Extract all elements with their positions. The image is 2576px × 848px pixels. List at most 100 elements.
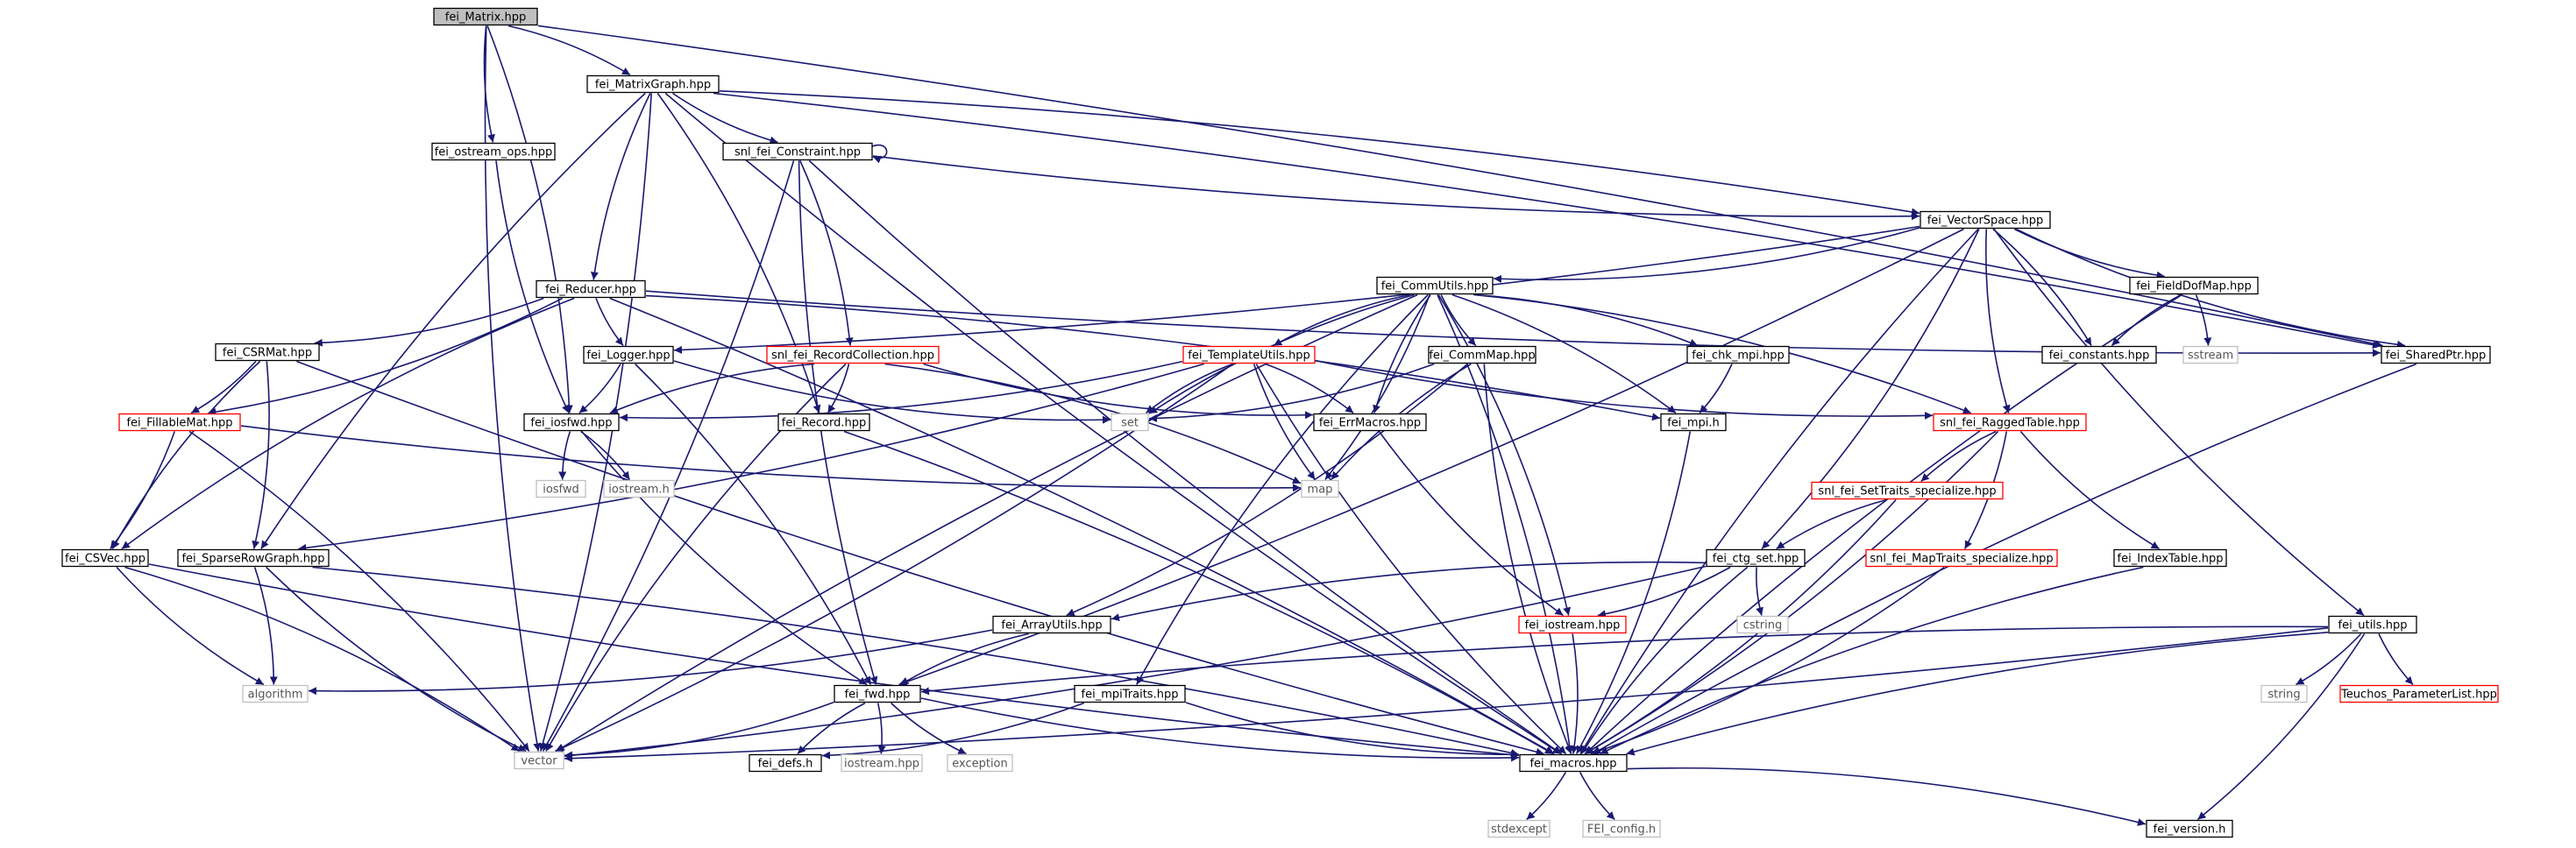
- node-label: fei_macros.hpp: [1529, 758, 1616, 771]
- node-fei-commutils-hpp[interactable]: fei_CommUtils.hpp: [1376, 276, 1494, 295]
- node-fei-indextable-hpp[interactable]: fei_IndexTable.hpp: [2113, 548, 2227, 568]
- node-iosfwd: iosfwd: [536, 479, 586, 498]
- node-fei-commmap-hpp[interactable]: fei_CommMap.hpp: [1428, 345, 1536, 364]
- edge-fei-matrixgraph-hpp-to-fei-record-hpp: [656, 93, 821, 413]
- node-label: fei_CommMap.hpp: [1429, 350, 1535, 363]
- node-fei-errmacros-hpp[interactable]: fei_ErrMacros.hpp: [1313, 413, 1427, 432]
- edge-fei-record-hpp-to-fei-macros-hpp: [843, 430, 1554, 755]
- node-fei-constants-hpp[interactable]: fei_constants.hpp: [2041, 345, 2157, 364]
- node-fei-vectorspace-hpp[interactable]: fei_VectorSpace.hpp: [1920, 210, 2051, 230]
- edge-fei-commutils-hpp-to-snl-fei-raggedtable-hpp: [1473, 293, 1972, 414]
- node-fei-fielddofmap-hpp[interactable]: fei_FieldDofMap.hpp: [2129, 276, 2259, 295]
- node-fei-ctg-set-hpp[interactable]: fei_ctg_set.hpp: [1706, 548, 1806, 568]
- node-label: snl_fei_SetTraits_specialize.hpp: [1818, 485, 1996, 498]
- node-fei-matrixgraph-hpp[interactable]: fei_MatrixGraph.hpp: [586, 74, 720, 94]
- node-fei-version-h[interactable]: fei_version.h: [2146, 819, 2233, 838]
- node-snl-fei-recordcollection-hpp[interactable]: snl_fei_RecordCollection.hpp: [766, 345, 940, 364]
- node-label: iosfwd: [543, 484, 579, 497]
- edge-fei-fwd-hpp-to-exception: [891, 702, 967, 755]
- edge-fei-fielddofmap-hpp-to-sstream: [2195, 294, 2212, 346]
- node-map: map: [1301, 479, 1339, 498]
- node-box: [433, 7, 538, 26]
- node-snl-fei-raggedtable-hpp[interactable]: snl_fei_RaggedTable.hpp: [1933, 413, 2087, 432]
- node-fei-defs-h[interactable]: fei_defs.h: [749, 753, 822, 773]
- node-box: [215, 343, 320, 362]
- edge-fei-matrixgraph-hpp-to-fei-sharedptr-hpp: [713, 92, 2381, 350]
- edge-fei-iosfwd-hpp-to-fei-fwd-hpp: [581, 430, 868, 686]
- node-fei-fwd-hpp[interactable]: fei_fwd.hpp: [834, 684, 921, 703]
- node-fei-sharedptr-hpp[interactable]: fei_SharedPtr.hpp: [2381, 345, 2491, 364]
- edge-fei-matrixgraph-hpp-to-fei-reducer-hpp: [590, 93, 651, 280]
- edge-fei-matrix-hpp-to-fei-sharedptr-hpp: [537, 25, 2383, 349]
- node-teuchos-parameterlist-hpp[interactable]: Teuchos_ParameterList.hpp: [2339, 684, 2499, 703]
- node-fei-csrmat-hpp[interactable]: fei_CSRMat.hpp: [215, 343, 320, 362]
- node-box: [841, 753, 923, 773]
- node-box: [749, 753, 822, 773]
- edge-fei-ctg-set-hpp-to-fei-macros-hpp: [1580, 566, 1749, 754]
- node-fei-templateutils-hpp[interactable]: fei_TemplateUtils.hpp: [1182, 345, 1316, 364]
- node-box: [766, 345, 940, 364]
- node-fei-logger-hpp[interactable]: fei_Logger.hpp: [583, 345, 674, 364]
- edge-snl-fei-raggedtable-hpp-to-snl-fei-settraits-specialize-hpp: [1920, 430, 1997, 483]
- node-fei-fillablemat-hpp[interactable]: fei_FillableMat.hpp: [118, 413, 241, 432]
- node-fei-mpi-h[interactable]: fei_mpi.h: [1660, 413, 1727, 432]
- node-label: fei_defs.h: [758, 758, 813, 771]
- edge-snl-fei-settraits-specialize-hpp-to-fei-macros-hpp: [1584, 498, 1897, 755]
- node-fei-macros-hpp[interactable]: fei_macros.hpp: [1519, 753, 1628, 773]
- node-fei-utils-hpp[interactable]: fei_utils.hpp: [2328, 615, 2417, 634]
- node-fei-arrayutils-hpp[interactable]: fei_ArrayUtils.hpp: [992, 615, 1111, 634]
- edge-fei-vectorspace-hpp-to-fei-constants-hpp: [1992, 228, 2092, 346]
- node-fei-chk-mpi-hpp[interactable]: fei_chk_mpi.hpp: [1686, 345, 1790, 364]
- edge-fei-fwd-hpp-to-fei-defs-h: [797, 702, 866, 755]
- edge-fei-mpi-h-to-fei-macros-hpp: [1575, 431, 1692, 754]
- node-fei-record-hpp[interactable]: fei_Record.hpp: [777, 413, 870, 432]
- edge-fei-mpitraits-hpp-to-fei-macros-hpp: [1185, 702, 1520, 759]
- edge-fei-csrmat-hpp-to-fei-sparserowgraph-hpp: [252, 361, 270, 549]
- node-fei-iosfwd-hpp[interactable]: fei_iosfwd.hpp: [523, 413, 620, 432]
- node-label: fei_ostream_ops.hpp: [435, 146, 553, 159]
- node-label: fei_VectorSpace.hpp: [1927, 215, 2044, 228]
- node-label: fei_Record.hpp: [782, 417, 866, 430]
- edge-fei-matrix-hpp-to-fei-iosfwd-hpp: [486, 25, 573, 413]
- node-exception: exception: [947, 753, 1013, 773]
- node-snl-fei-settraits-specialize-hpp[interactable]: snl_fei_SetTraits_specialize.hpp: [1811, 481, 2004, 500]
- edge-fei-fillablemat-hpp-to-map: [240, 425, 1302, 492]
- node-label: fei_SparseRowGraph.hpp: [181, 553, 324, 566]
- node-fei-mpitraits-hpp[interactable]: fei_mpiTraits.hpp: [1074, 684, 1186, 703]
- edge-fei-ctg-set-hpp-to-vector: [564, 565, 1707, 760]
- edge-fei-vectorspace-hpp-to-fei-fielddofmap-hpp: [2013, 228, 2165, 279]
- node-label: fei_iosfwd.hpp: [530, 417, 612, 430]
- node-label: stdexcept: [1491, 823, 1547, 837]
- node-box: [2146, 819, 2233, 838]
- node-fei-iostream-hpp[interactable]: fei_iostream.hpp: [1518, 615, 1627, 634]
- node-box: [177, 548, 330, 568]
- node-box: [583, 345, 674, 364]
- edge-fei-commutils-hpp-to-fei-chk-mpi-hpp: [1474, 293, 1699, 347]
- node-fei-reducer-hpp[interactable]: fei_Reducer.hpp: [536, 279, 646, 299]
- node-label: Teuchos_ParameterList.hpp: [2340, 689, 2497, 702]
- node-fei-matrix-hpp[interactable]: fei_Matrix.hpp: [433, 7, 538, 26]
- node-snl-fei-maptraits-specialize-hpp[interactable]: snl_fei_MapTraits_specialize.hpp: [1865, 548, 2058, 568]
- edge-fei-templateutils-hpp-to-map: [1253, 364, 1316, 480]
- edge-fei-templateutils-hpp-to-fei-errmacros-hpp: [1265, 363, 1354, 414]
- node-box: [1313, 413, 1427, 432]
- node-snl-fei-constraint-hpp[interactable]: snl_fei_Constraint.hpp: [722, 142, 873, 161]
- node-label: snl_fei_RaggedTable.hpp: [1940, 417, 2080, 430]
- node-label: cstring: [1743, 619, 1782, 632]
- node-fei-ostream-ops-hpp[interactable]: fei_ostream_ops.hpp: [431, 142, 556, 161]
- node-fei-sparserowgraph-hpp[interactable]: fei_SparseRowGraph.hpp: [177, 548, 330, 568]
- edge-fei-fwd-hpp-to-fei-macros-hpp: [920, 697, 1520, 762]
- node-label: fei_iostream.hpp: [1525, 619, 1621, 632]
- node-fei-csvec-hpp[interactable]: fei_CSVec.hpp: [61, 548, 149, 568]
- edge-fei-macros-hpp-to-fei-config-h: [1579, 772, 1615, 821]
- edge-fei-sparserowgraph-hpp-to-vector: [266, 566, 527, 753]
- node-box: [1660, 413, 1727, 432]
- edge-snl-fei-recordcollection-hpp-to-map: [884, 363, 1302, 484]
- edge-fei-reducer-hpp-to-fei-logger-hpp: [595, 298, 624, 347]
- node-box: [1111, 413, 1149, 432]
- node-label: fei_utils.hpp: [2338, 619, 2408, 632]
- edge-snl-fei-recordcollection-hpp-to-vector: [545, 363, 847, 752]
- edge-snl-fei-raggedtable-hpp-to-fei-indextable-hpp: [2019, 430, 2161, 550]
- edge-fei-matrixgraph-hpp-to-fei-sparserowgraph-hpp: [260, 92, 646, 549]
- node-label: set: [1121, 417, 1139, 430]
